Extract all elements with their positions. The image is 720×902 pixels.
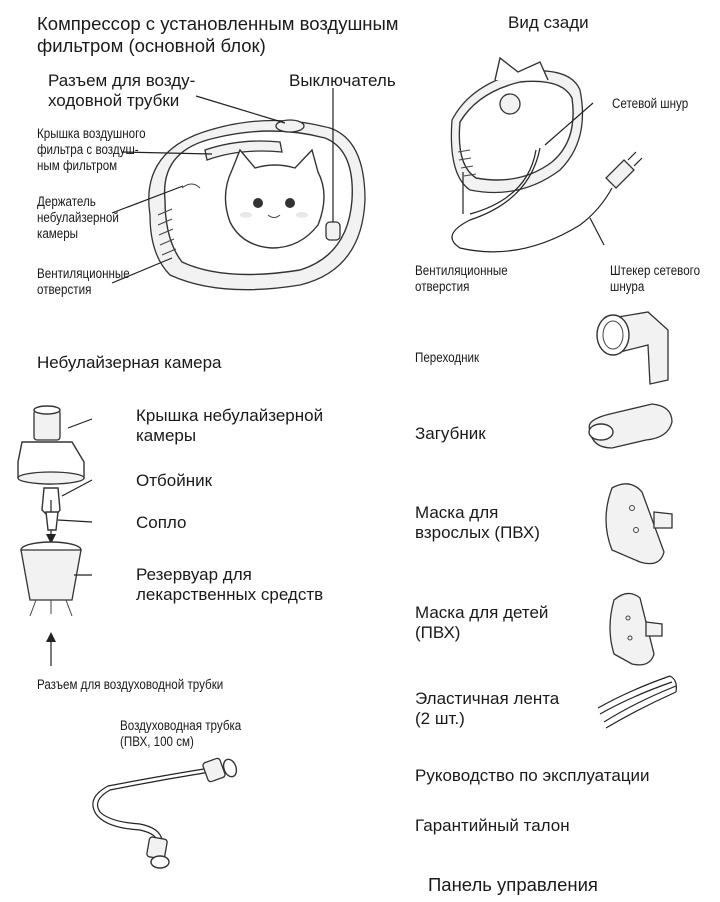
air-tube-label: Воздуховодная трубка (ПВХ, 100 см) (120, 718, 241, 750)
adult-mask-illustration (606, 484, 672, 564)
chamber-holder-label: Держатель небулайзерной камеры (37, 194, 119, 242)
adult-mask-label: Маска для взрослых (ПВХ) (415, 503, 540, 543)
chamber-cap-label: Крышка небулайзерной камеры (136, 406, 323, 446)
warranty-label: Гарантийный талон (415, 816, 570, 836)
compressor-switch-label: Выключатель (289, 71, 396, 91)
compressor-tube-connector-label: Разъем для возду- ходовной трубки (48, 71, 195, 111)
chamber-exploded-illustration (18, 406, 84, 666)
manual-label: Руководство по эксплуатации (415, 766, 650, 786)
elastic-strap-illustration (598, 676, 676, 728)
mouthpiece-label: Загубник (415, 424, 486, 444)
air-tube-illustration (93, 757, 239, 868)
chamber-title: Небулайзерная камера (37, 353, 222, 373)
adapter-label: Переходник (415, 350, 479, 366)
mouthpiece-illustration (589, 404, 672, 448)
rear-view-title: Вид сзади (508, 13, 589, 33)
plug-label: Штекер сетевого шнура (610, 263, 700, 295)
nozzle-label: Сопло (136, 513, 187, 533)
adapter-illustration (597, 312, 668, 384)
power-cord-label: Сетевой шнур (612, 96, 688, 112)
compressor-vents-label: Вентиляционные отверстия (37, 266, 130, 298)
compressor-rear-illustration (451, 58, 642, 252)
elastic-strap-label: Эластичная лента (2 шт.) (415, 689, 559, 729)
child-mask-label: Маска для детей (ПВХ) (415, 603, 548, 643)
baffle-label: Отбойник (136, 471, 212, 491)
chamber-tube-connector-label: Разъем для воздуховодной трубки (37, 677, 223, 693)
child-mask-illustration (610, 593, 662, 664)
control-panel-title: Панель управления (428, 874, 598, 896)
reservoir-label: Резервуар для лекарственных средств (136, 565, 323, 605)
filter-cover-label: Крышка воздушного фильтра с воздуш- ным … (37, 126, 146, 174)
rear-vents-label: Вентиляционные отверстия (415, 263, 508, 295)
compressor-title: Компрессор с установленным воздушным фил… (37, 13, 399, 57)
